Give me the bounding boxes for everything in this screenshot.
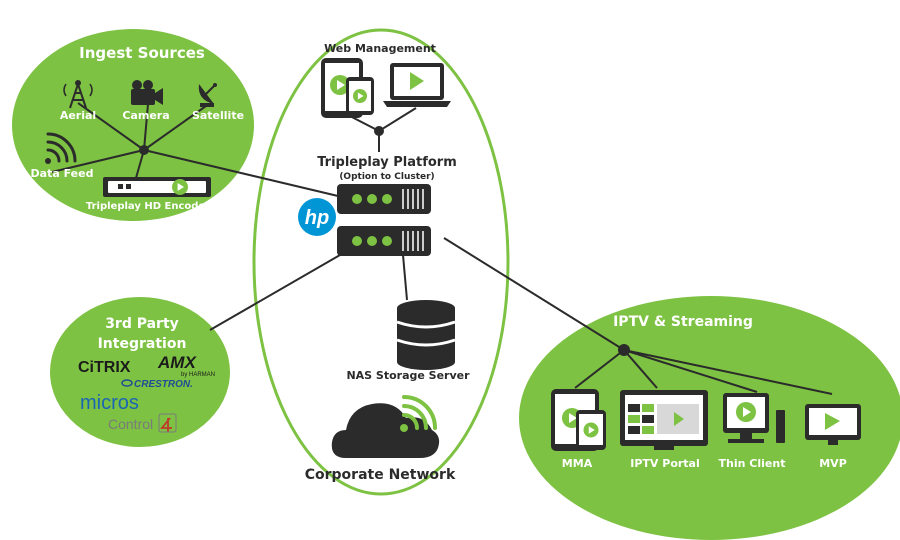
mma-devices-icon [551, 389, 606, 451]
iptv-hub [618, 344, 630, 356]
satellite-label: Satellite [192, 109, 244, 122]
mvp-label: MVP [819, 457, 847, 470]
laptop-icon [383, 63, 451, 107]
data-feed-icon [45, 132, 77, 164]
amx-sub: by HARMAN [181, 372, 215, 378]
corporate-network-label: Corporate Network [305, 467, 456, 483]
third-party-title-2: Integration [98, 336, 187, 352]
svg-text:CRESTRON.: CRESTRON. [134, 379, 193, 390]
aerial-icon [63, 80, 93, 109]
web-hub [374, 126, 384, 136]
iptv-portal-icon [620, 390, 708, 450]
wifi-icon [400, 395, 437, 432]
ingest-title: Ingest Sources [79, 44, 205, 62]
camera-label: Camera [122, 109, 169, 122]
mvp-icon [805, 404, 861, 445]
third-party-title-1: 3rd Party [105, 316, 179, 332]
crestron-logo: CRESTRON. [121, 379, 193, 390]
cloud-icon [331, 403, 440, 458]
tablet-phone-icon [321, 58, 374, 118]
server-unit-1 [337, 184, 431, 214]
iptv-portal-label: IPTV Portal [630, 457, 700, 470]
web-management-label: Web Management [324, 42, 436, 55]
third-party-zone [50, 297, 230, 447]
micros-logo: micros [80, 392, 139, 414]
hp-logo-text: hp [305, 207, 329, 229]
server-unit-2 [337, 226, 431, 256]
data-feed-label: Data Feed [31, 167, 94, 180]
platform-subtitle: (Option to Cluster) [339, 172, 434, 182]
iptv-title: IPTV & Streaming [613, 314, 753, 330]
amx-logo: AMX [157, 353, 197, 372]
thin-client-label: Thin Client [719, 457, 786, 470]
nas-label: NAS Storage Server [346, 369, 470, 382]
encoder-label: Tripleplay HD Encoder [86, 201, 210, 212]
nas-storage-icon [396, 300, 456, 370]
thin-client-icon [723, 393, 785, 443]
hp-logo: hp [298, 198, 336, 236]
satellite-icon [198, 83, 217, 107]
encoder-device [103, 177, 211, 197]
citrix-logo: CiTRIX [78, 359, 131, 376]
ingest-hub [139, 145, 149, 155]
platform-title: Tripleplay Platform [317, 155, 457, 170]
svg-text:Control: Control [108, 416, 153, 432]
mma-label: MMA [562, 457, 593, 470]
ingest-zone [12, 29, 254, 221]
platform-zone [252, 28, 510, 496]
camera-icon [131, 80, 163, 105]
control4-logo: Control [108, 413, 177, 433]
aerial-label: Aerial [60, 109, 96, 122]
